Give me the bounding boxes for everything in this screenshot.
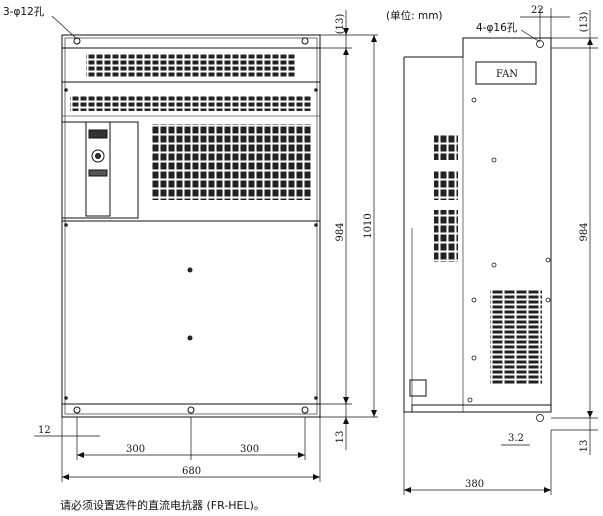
front-hole-label: 3-φ12孔 — [3, 5, 45, 18]
front-screw — [64, 223, 68, 227]
side-rear-vents — [490, 290, 542, 385]
front-top-flange — [61, 34, 321, 49]
dim-top-margin: (13) — [335, 14, 346, 35]
side-terminal-box — [409, 379, 427, 397]
dim-side-hole-offset: 22 — [531, 5, 544, 16]
side-hole-label: 4-φ16孔 — [476, 21, 518, 34]
side-screw — [471, 355, 477, 361]
front-screw — [64, 396, 68, 400]
side-bottom-flange — [411, 404, 552, 413]
dim-side-depth: 380 — [465, 479, 484, 490]
side-screw — [471, 97, 477, 103]
side-screw — [467, 397, 473, 403]
dim-front-pitch-right: 300 — [240, 444, 259, 455]
dimension-lines — [34, 8, 598, 495]
side-vent-block — [434, 210, 458, 262]
side-vents — [434, 134, 458, 262]
panel-dial-icon — [91, 149, 105, 163]
fan-box — [475, 61, 537, 85]
dim-bottom-margin: 13 — [335, 431, 346, 444]
mount-hole-icon — [301, 37, 309, 45]
side-screw — [545, 257, 551, 263]
dim-height-mount: 984 — [335, 222, 346, 241]
fan-label: FAN — [496, 69, 518, 80]
mount-hole-icon — [301, 406, 309, 414]
side-vent-block — [434, 170, 458, 200]
panel-dial-center — [95, 153, 101, 159]
front-screw — [187, 335, 193, 341]
panel-keys — [88, 169, 108, 177]
side-screws — [467, 40, 551, 422]
dim-front-width: 680 — [182, 466, 201, 477]
dim-side-edge: 3.2 — [508, 433, 524, 444]
side-screw — [545, 297, 551, 303]
side-screw — [471, 297, 477, 303]
front-outline — [61, 34, 321, 418]
front-middle-vents — [70, 96, 312, 111]
side-mount-hole-icon — [536, 414, 544, 422]
front-screw — [314, 88, 318, 92]
front-screw — [187, 267, 193, 273]
panel-display — [88, 129, 108, 139]
operation-panel — [85, 121, 111, 217]
mount-hole-icon — [73, 406, 81, 414]
dim-side-height-mount: 984 — [579, 222, 590, 241]
dim-front-pitch-left: 300 — [126, 444, 145, 455]
side-screw — [491, 157, 497, 163]
front-screw — [314, 223, 318, 227]
dim-side-bottom-margin: 13 — [579, 440, 590, 453]
dimension-arrows — [62, 28, 593, 493]
front-main-vent-grid — [152, 124, 312, 200]
dim-side-top-margin: (13) — [579, 12, 590, 33]
mount-hole-icon — [73, 37, 81, 45]
front-top-vents — [86, 54, 296, 77]
front-inner-outline — [64, 37, 318, 415]
side-vent-block — [434, 134, 458, 160]
units-label: (单位: mm) — [386, 9, 443, 22]
footnote: 请必须设置选件的直流电抗器 (FR-HEL)。 — [60, 499, 265, 512]
front-fasteners — [64, 88, 318, 400]
front-view — [61, 34, 321, 418]
dim-front-edge: 12 — [38, 425, 51, 436]
front-screw — [314, 396, 318, 400]
front-bottom-flange — [61, 403, 321, 418]
side-mount-hole-icon — [536, 40, 544, 48]
dim-height-total: 1010 — [363, 213, 374, 238]
front-screw — [64, 88, 68, 92]
side-screw — [491, 262, 497, 268]
mount-hole-icon — [187, 406, 195, 414]
